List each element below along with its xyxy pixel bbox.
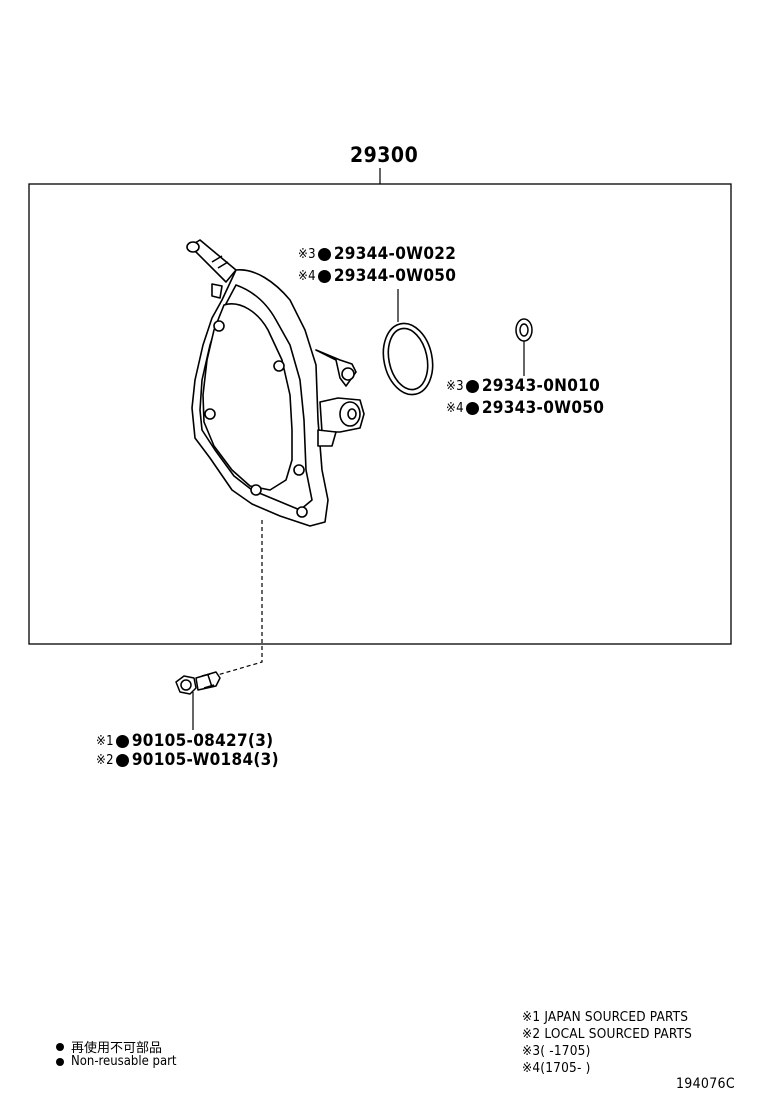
part-number: 29344-0W050 xyxy=(333,266,457,286)
legend-non-reusable-en: Non-reusable part xyxy=(56,1054,177,1069)
legend-non-reusable-ja: 再使用不可部品 xyxy=(56,1037,162,1056)
part-label-bolt-2: ※2 90105-W0184(3) xyxy=(96,750,279,770)
part-mark: ※3 xyxy=(446,378,464,394)
part-mark: ※1 xyxy=(96,733,114,749)
part-number: 29344-0W022 xyxy=(333,244,457,264)
note-local-sourced: ※2 LOCAL SOURCED PARTS xyxy=(522,1026,693,1042)
part-number: 29343-0N010 xyxy=(481,376,601,396)
part-label-oring-1: ※3 29344-0W022 xyxy=(298,244,456,264)
non-reusable-icon xyxy=(115,734,129,748)
part-mark: ※2 xyxy=(96,752,114,768)
non-reusable-icon xyxy=(465,379,479,393)
part-mark: ※3 xyxy=(298,246,316,262)
vacuum-pump-drawing xyxy=(186,239,365,527)
part-label-oring-2: ※4 29344-0W050 xyxy=(298,266,456,286)
assembly-number: 29300 xyxy=(350,143,419,167)
non-reusable-icon xyxy=(465,401,479,415)
bullet-icon xyxy=(56,1057,64,1066)
bolt-alignment-line xyxy=(213,520,263,677)
illustration-code: 194076C xyxy=(676,1076,735,1092)
non-reusable-icon xyxy=(317,247,331,261)
note-date-range-3: ※3( -1705) xyxy=(522,1043,591,1059)
legend-text: Non-reusable part xyxy=(71,1054,177,1069)
legend-text: 再使用不可部品 xyxy=(71,1041,163,1056)
part-mark: ※4 xyxy=(298,268,316,284)
bolt-drawing xyxy=(175,671,221,695)
part-label-bolt-1: ※1 90105-08427(3) xyxy=(96,731,273,751)
part-number: 29343-0W050 xyxy=(481,398,605,418)
part-label-gasket-1: ※3 29343-0N010 xyxy=(446,376,600,396)
non-reusable-icon xyxy=(317,269,331,283)
small-ring-drawing xyxy=(515,318,533,342)
note-date-range-4: ※4(1705- ) xyxy=(522,1060,591,1076)
note-japan-sourced: ※1 JAPAN SOURCED PARTS xyxy=(522,1009,689,1025)
bullet-icon xyxy=(56,1042,64,1051)
part-label-gasket-2: ※4 29343-0W050 xyxy=(446,398,604,418)
non-reusable-icon xyxy=(115,753,129,767)
part-number: 90105-W0184(3) xyxy=(131,750,279,770)
part-number: 90105-08427(3) xyxy=(131,731,274,751)
o-ring-drawing xyxy=(382,322,434,396)
part-mark: ※4 xyxy=(446,400,464,416)
